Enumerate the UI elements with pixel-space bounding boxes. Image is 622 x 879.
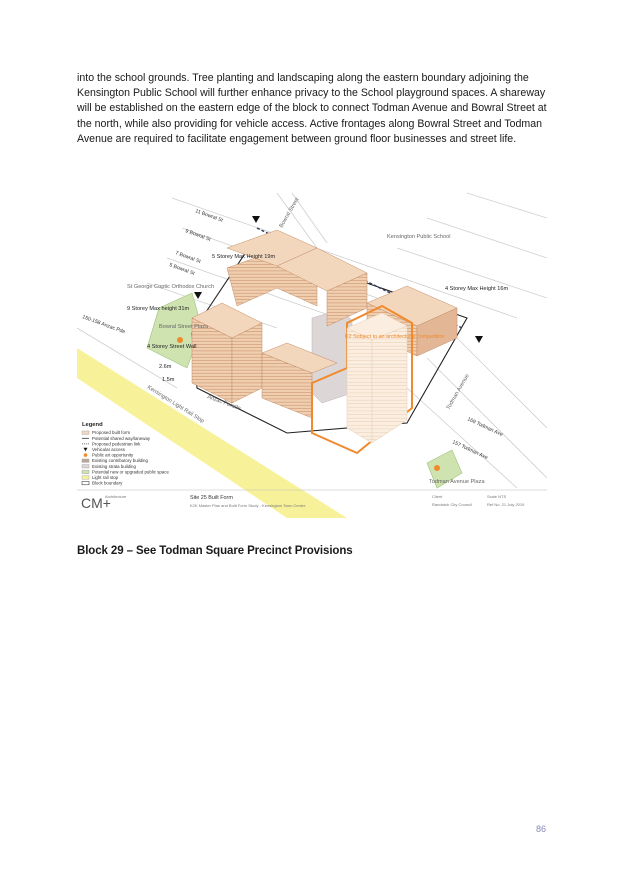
address-label: 169 Todman Ave bbox=[466, 416, 503, 438]
legend-swatch bbox=[81, 481, 90, 486]
vehicular-access-icon bbox=[252, 216, 260, 223]
scale-label: Scale NTS bbox=[487, 494, 506, 499]
bowral-plaza-label: Bowral Street Plaza bbox=[159, 324, 209, 330]
firm-name: Architecture bbox=[105, 494, 127, 499]
legend-label: Light rail stop bbox=[92, 475, 119, 480]
date-label: Ref No. 21 July 2019 bbox=[487, 502, 525, 507]
legend-item: Block boundary bbox=[81, 481, 123, 486]
legend-item: Vehicular access bbox=[83, 447, 126, 452]
building-9-storey bbox=[191, 302, 338, 419]
vehicular-access-icon-todman bbox=[475, 336, 483, 343]
block-29-heading: Block 29 – See Todman Square Precinct Pr… bbox=[77, 545, 353, 557]
client-label: Client bbox=[432, 494, 443, 499]
legend-item: Potential new or upgraded public space bbox=[81, 469, 169, 474]
setback-label-a: 2.6m bbox=[159, 364, 172, 370]
client-name: Randwick City Council bbox=[432, 502, 472, 507]
storey9-label: 9 Storey Max height 31m bbox=[127, 306, 190, 312]
legend-title: Legend bbox=[82, 422, 103, 428]
legend-swatch bbox=[81, 464, 90, 469]
vehicular-access-icon-west bbox=[194, 292, 202, 299]
title-block: CM+ Architecture Site 25 Built Form K2K … bbox=[77, 489, 547, 511]
legend-swatch bbox=[83, 453, 88, 457]
school-label: Kensington Public School bbox=[387, 234, 450, 240]
address-label: 5 Bowral St bbox=[168, 262, 196, 277]
legend-label: Potential shared way/laneway bbox=[92, 436, 151, 441]
legend-swatch bbox=[81, 475, 90, 480]
storey4-east-label: 4 Storey Max Height 16m bbox=[445, 286, 508, 292]
k2-tower bbox=[311, 304, 413, 455]
setback-label-b: 1.5m bbox=[162, 377, 175, 383]
legend-label: Potential new or upgraded public space bbox=[92, 469, 169, 474]
legend-swatch bbox=[81, 430, 90, 435]
legend-label: Public art opportunity bbox=[92, 453, 134, 458]
todman-avenue-plaza bbox=[426, 449, 463, 489]
legend-item: Existing strata building bbox=[81, 464, 136, 469]
legend-item: Existing contributory building bbox=[81, 458, 148, 463]
address-label: 157 Todman Ave bbox=[451, 439, 488, 461]
church-label: St George Coptic Orthodox Church bbox=[127, 284, 214, 290]
legend-swatch bbox=[81, 458, 90, 463]
body-paragraph: into the school grounds. Tree planting a… bbox=[77, 72, 547, 145]
legend-item: Public art opportunity bbox=[83, 453, 134, 458]
block-28-built-form-figure: 11 Bowral St 9 Bowral St 7 Bowral St 5 B… bbox=[77, 192, 547, 518]
legend-label: Proposed built form bbox=[92, 430, 130, 435]
public-art-icon bbox=[177, 337, 183, 343]
legend-label: Vehicular access bbox=[92, 447, 126, 452]
legend-item: Light rail stop bbox=[81, 475, 119, 480]
legend-item: Proposed built form bbox=[81, 430, 130, 435]
k2-label: K2 Subject to an architectural competiti… bbox=[345, 334, 444, 340]
public-art-icon-todman bbox=[434, 465, 440, 471]
address-label: 7 Bowral St bbox=[174, 250, 202, 265]
storey5-label: 5 Storey Max Height 19m bbox=[212, 254, 275, 260]
building-5-storey bbox=[226, 229, 368, 327]
light-rail-stop-band bbox=[77, 348, 347, 518]
project-title: K2K Master Plan and Built Form Study - K… bbox=[190, 503, 306, 508]
legend-label: Proposed pedestrian link bbox=[92, 441, 141, 446]
todman-plaza-label: Todman Avenue Plaza bbox=[429, 479, 485, 485]
legend-item: Potential shared way/laneway bbox=[82, 436, 151, 441]
logo: CM+ bbox=[81, 495, 111, 511]
legend-swatch bbox=[83, 447, 88, 452]
address-label: 150-158 Anzac Pde bbox=[81, 314, 126, 335]
legend-label: Existing strata building bbox=[92, 464, 136, 469]
legend-label: Block boundary bbox=[92, 481, 123, 486]
sheet-title: Site 25 Built Form bbox=[190, 495, 233, 501]
address-label: 9 Bowral St bbox=[184, 228, 212, 243]
bowral-street-label: Bowral Street bbox=[279, 197, 301, 229]
legend-label: Existing contributory building bbox=[92, 458, 148, 463]
legend-swatch bbox=[81, 469, 90, 474]
legend-item: Proposed pedestrian link bbox=[82, 441, 141, 446]
todman-avenue-label: Todman Avenue bbox=[446, 373, 471, 411]
storey4-wall-label: 4 Storey Street Wall bbox=[147, 344, 197, 350]
page-number: 86 bbox=[536, 824, 547, 834]
